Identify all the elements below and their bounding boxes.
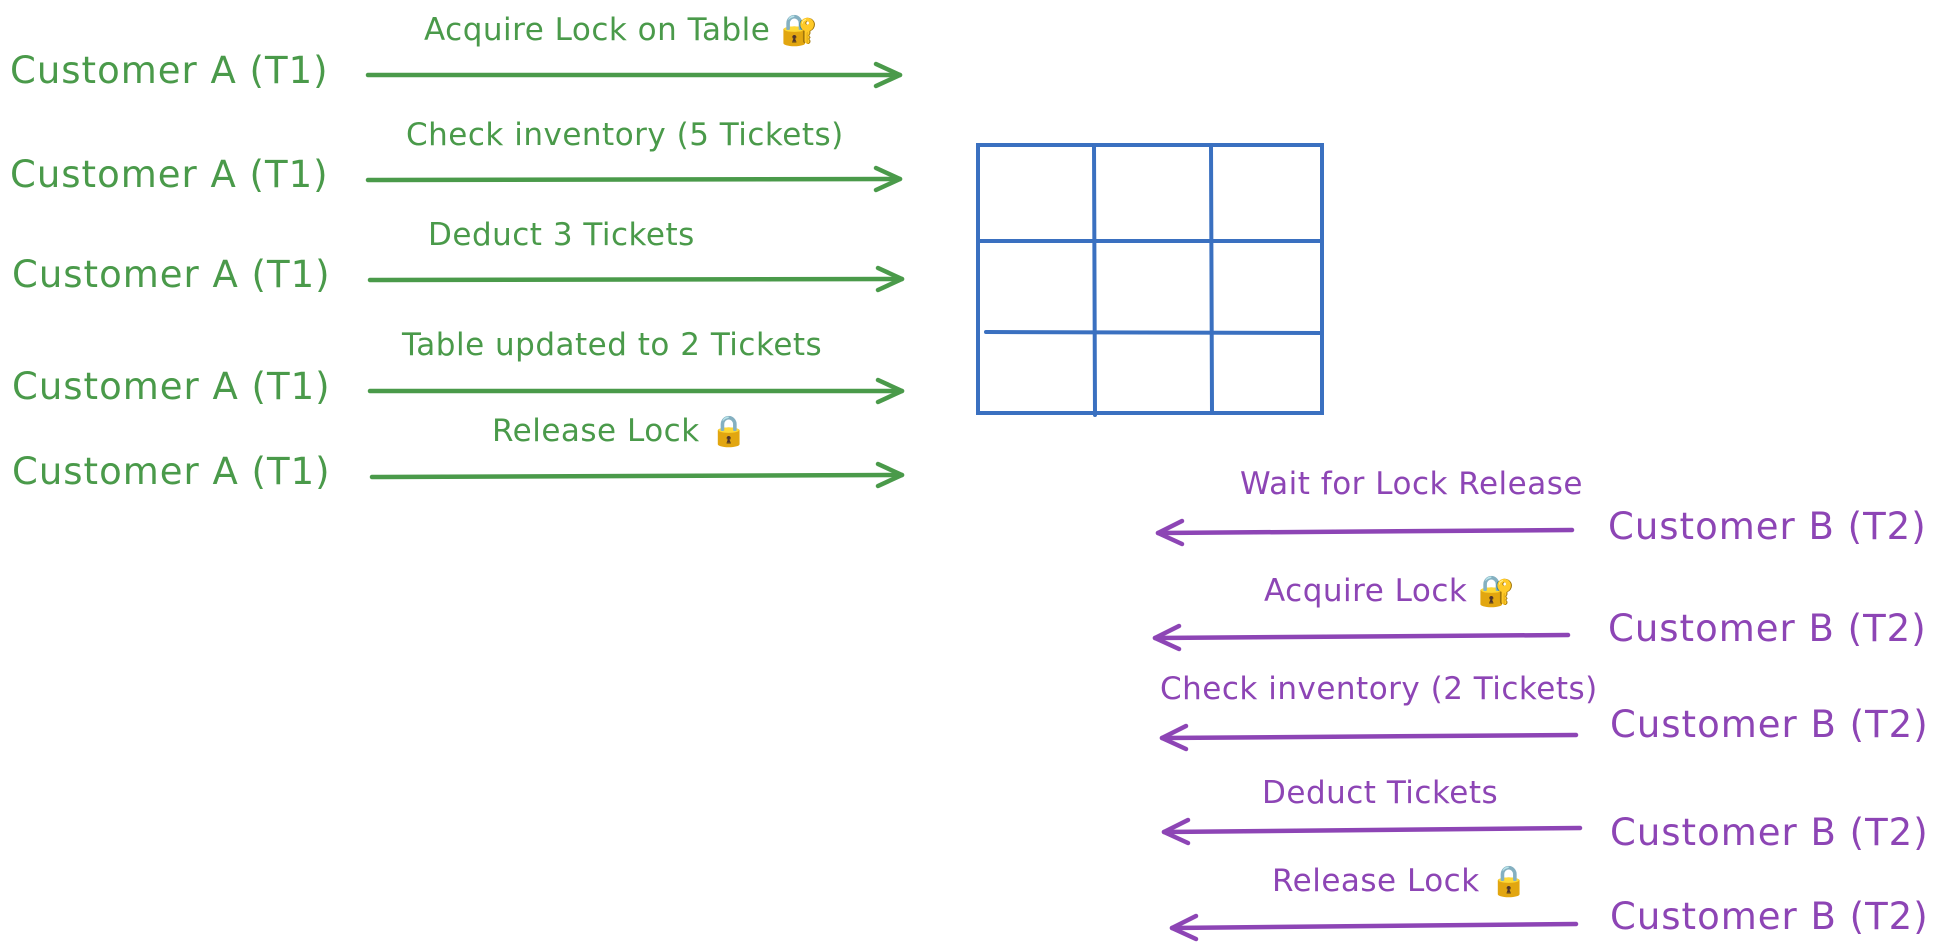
customer-b-arrow: [1161, 817, 1583, 846]
customer-a-arrow: [365, 61, 903, 89]
table-grid: [976, 143, 1324, 417]
customer-b-step-label: Acquire Lock 🔐: [1264, 573, 1516, 609]
customer-b-arrow: [1169, 913, 1579, 942]
customer-b-label: Customer B (T2): [1610, 703, 1929, 746]
customer-b-step-label: Deduct Tickets: [1262, 775, 1499, 811]
customer-b-label: Customer B (T2): [1610, 895, 1929, 938]
lock-with-key-icon: 🔐: [1477, 574, 1516, 609]
customer-a-label: Customer A (T1): [10, 49, 329, 92]
customer-a-step-label: Acquire Lock on Table 🔐: [424, 12, 819, 48]
customer-a-arrow: [367, 265, 905, 293]
customer-b-step-label: Check inventory (2 Tickets): [1160, 671, 1598, 707]
customer-b-label: Customer B (T2): [1608, 607, 1927, 650]
customer-b-label: Customer B (T2): [1610, 811, 1929, 854]
customer-a-step-label: Release Lock 🔒: [492, 413, 748, 449]
customer-b-label: Customer B (T2): [1608, 505, 1927, 548]
customer-a-label: Customer A (T1): [10, 153, 329, 196]
lock-with-key-icon: 🔐: [780, 13, 819, 48]
padlock-icon: 🔒: [710, 414, 748, 449]
customer-b-arrow: [1152, 623, 1571, 652]
customer-a-arrow: [369, 461, 905, 489]
customer-a-step-label: Check inventory (5 Tickets): [406, 117, 844, 153]
customer-a-arrow: [365, 165, 903, 193]
customer-a-step-label: Deduct 3 Tickets: [428, 217, 695, 253]
customer-b-arrow: [1159, 723, 1579, 752]
customer-a-step-label: Table updated to 2 Tickets: [402, 327, 823, 363]
customer-b-step-label: Wait for Lock Release: [1240, 466, 1583, 502]
customer-a-label: Customer A (T1): [12, 450, 331, 493]
padlock-icon: 🔒: [1490, 864, 1528, 899]
customer-a-arrow: [367, 377, 905, 405]
customer-a-label: Customer A (T1): [12, 253, 331, 296]
customer-b-step-label: Release Lock 🔒: [1272, 863, 1528, 899]
customer-b-arrow: [1155, 518, 1575, 547]
customer-a-label: Customer A (T1): [12, 365, 331, 408]
